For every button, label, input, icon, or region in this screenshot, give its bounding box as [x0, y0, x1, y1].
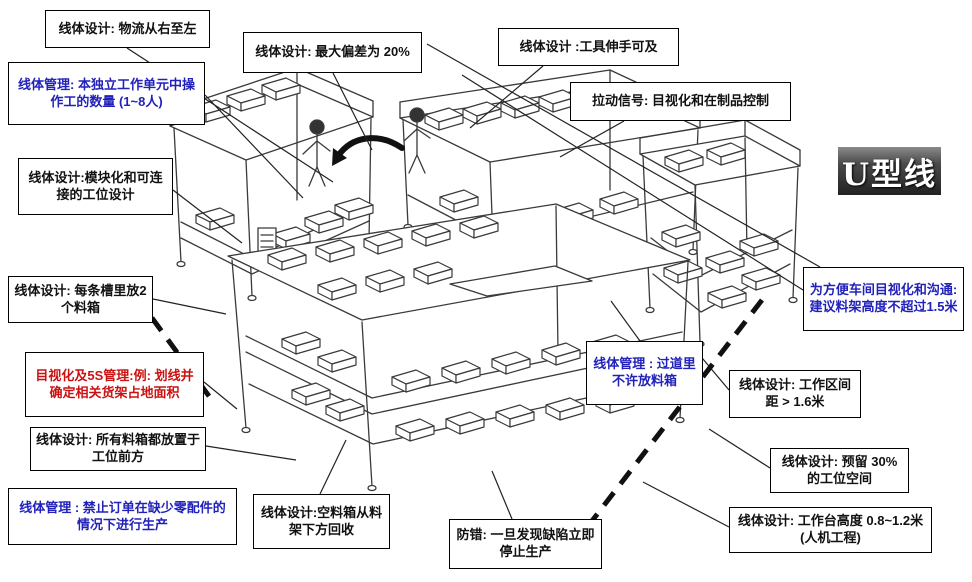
callout-operator-count-text: 线体管理: 本独立工作单元中操作工的数量 (1~8人): [18, 76, 195, 109]
callout-pull-signal: 拉动信号: 目视化和在制品控制: [570, 82, 791, 121]
callout-two-bins-per-slot: 线体设计: 每条槽里放2个料箱: [8, 276, 153, 323]
callout-workbench-height: 线体设计: 工作台高度 0.8~1.2米 (人机工程): [729, 507, 932, 553]
u-line-title-badge: U型线: [838, 147, 941, 195]
callout-error-proofing: 防错: 一旦发现缺陷立即停止生产: [449, 519, 602, 569]
flow-arrow: [332, 135, 405, 166]
callout-workstation-spacing-text: 线体设计: 工作区间距 > 1.6米: [739, 377, 851, 409]
callout-material-flow: 线体设计: 物流从右至左: [45, 10, 210, 48]
callout-rack-height-text: 为方便车间目视化和沟通: 建议料架高度不超过1.5米: [809, 282, 958, 314]
callout-max-deviation: 线体设计: 最大偏差为 20%: [243, 32, 422, 73]
callout-workbench-height-text: 线体设计: 工作台高度 0.8~1.2米 (人机工程): [737, 513, 924, 545]
callout-reserve-space: 线体设计: 预留 30% 的工位空间: [770, 448, 909, 493]
callout-pull-signal-text: 拉动信号: 目视化和在制品控制: [592, 93, 769, 109]
callout-error-proofing-text: 防错: 一旦发现缺陷立即停止生产: [456, 527, 595, 559]
callout-tools-within-reach: 线体设计 :工具伸手可及: [498, 28, 679, 66]
callout-rack-height: 为方便车间目视化和沟通: 建议料架高度不超过1.5米: [803, 267, 964, 331]
callout-5s-floor-marking-text: 目视化及5S管理:例: 划线并确定相关货架占地面积: [35, 367, 194, 400]
callout-tools-within-reach-text: 线体设计 :工具伸手可及: [519, 38, 658, 54]
callout-bins-in-front: 线体设计: 所有料箱都放置于工位前方: [30, 427, 206, 471]
callout-workstation-spacing: 线体设计: 工作区间距 > 1.6米: [729, 370, 861, 418]
callout-bins-in-front-text: 线体设计: 所有料箱都放置于工位前方: [36, 432, 200, 464]
callout-max-deviation-text: 线体设计: 最大偏差为 20%: [255, 44, 410, 60]
operator-figure-2: [403, 107, 431, 174]
callout-no-missing-parts: 线体管理 : 禁止订单在缺少零配件的情况下进行生产: [8, 488, 237, 545]
callout-material-flow-text: 线体设计: 物流从右至左: [58, 20, 197, 36]
callout-5s-floor-marking: 目视化及5S管理:例: 划线并确定相关货架占地面积: [25, 352, 204, 417]
callout-modular-design-text: 线体设计:模块化和可连接的工位设计: [28, 169, 163, 202]
callout-no-bins-in-aisle: 线体管理 : 过道里不许放料箱: [586, 341, 703, 405]
u-line-sketch: [169, 67, 801, 492]
callout-modular-design: 线体设计:模块化和可连接的工位设计: [18, 158, 173, 215]
callout-operator-count: 线体管理: 本独立工作单元中操作工的数量 (1~8人): [8, 62, 205, 125]
callout-no-bins-in-aisle-text: 线体管理 : 过道里不许放料箱: [593, 356, 696, 388]
callout-two-bins-per-slot-text: 线体设计: 每条槽里放2个料箱: [14, 282, 147, 315]
callout-empty-bin-return-text: 线体设计:空料箱从料架下方回收: [260, 504, 383, 537]
callout-no-missing-parts-text: 线体管理 : 禁止订单在缺少零配件的情况下进行生产: [19, 499, 226, 532]
u-line-title-text: U型线: [841, 156, 938, 193]
callout-empty-bin-return: 线体设计:空料箱从料架下方回收: [253, 494, 390, 549]
callout-reserve-space-text: 线体设计: 预留 30% 的工位空间: [781, 453, 898, 486]
